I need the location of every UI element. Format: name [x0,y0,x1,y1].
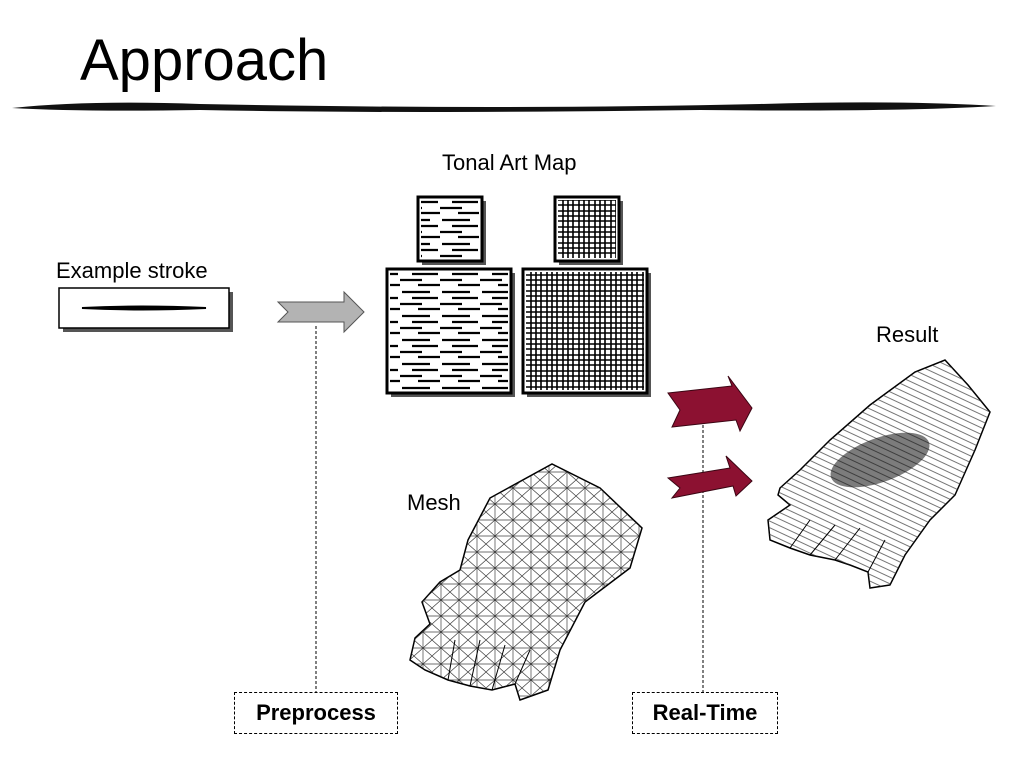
tonal-art-map-label: Tonal Art Map [442,150,577,175]
result-hand [767,359,991,589]
tam-large-light [385,267,515,397]
example-stroke-label: Example stroke [56,258,208,283]
tam-large-dark [521,267,651,397]
real-time-box: Real-Time [632,692,778,734]
tam-small-light [416,195,486,265]
realtime-arrow-top-icon [667,375,753,433]
result-label: Result [876,322,939,347]
realtime-arrow-bottom-icon [666,455,753,499]
example-stroke-box [58,287,233,332]
tam-small-dark [553,195,623,265]
preprocess-box: Preprocess [234,692,398,734]
preprocess-arrow-icon [276,290,365,334]
mesh-hand [409,463,643,701]
mesh-label: Mesh [407,490,461,515]
title-divider [12,102,996,112]
slide-title: Approach [80,28,329,93]
